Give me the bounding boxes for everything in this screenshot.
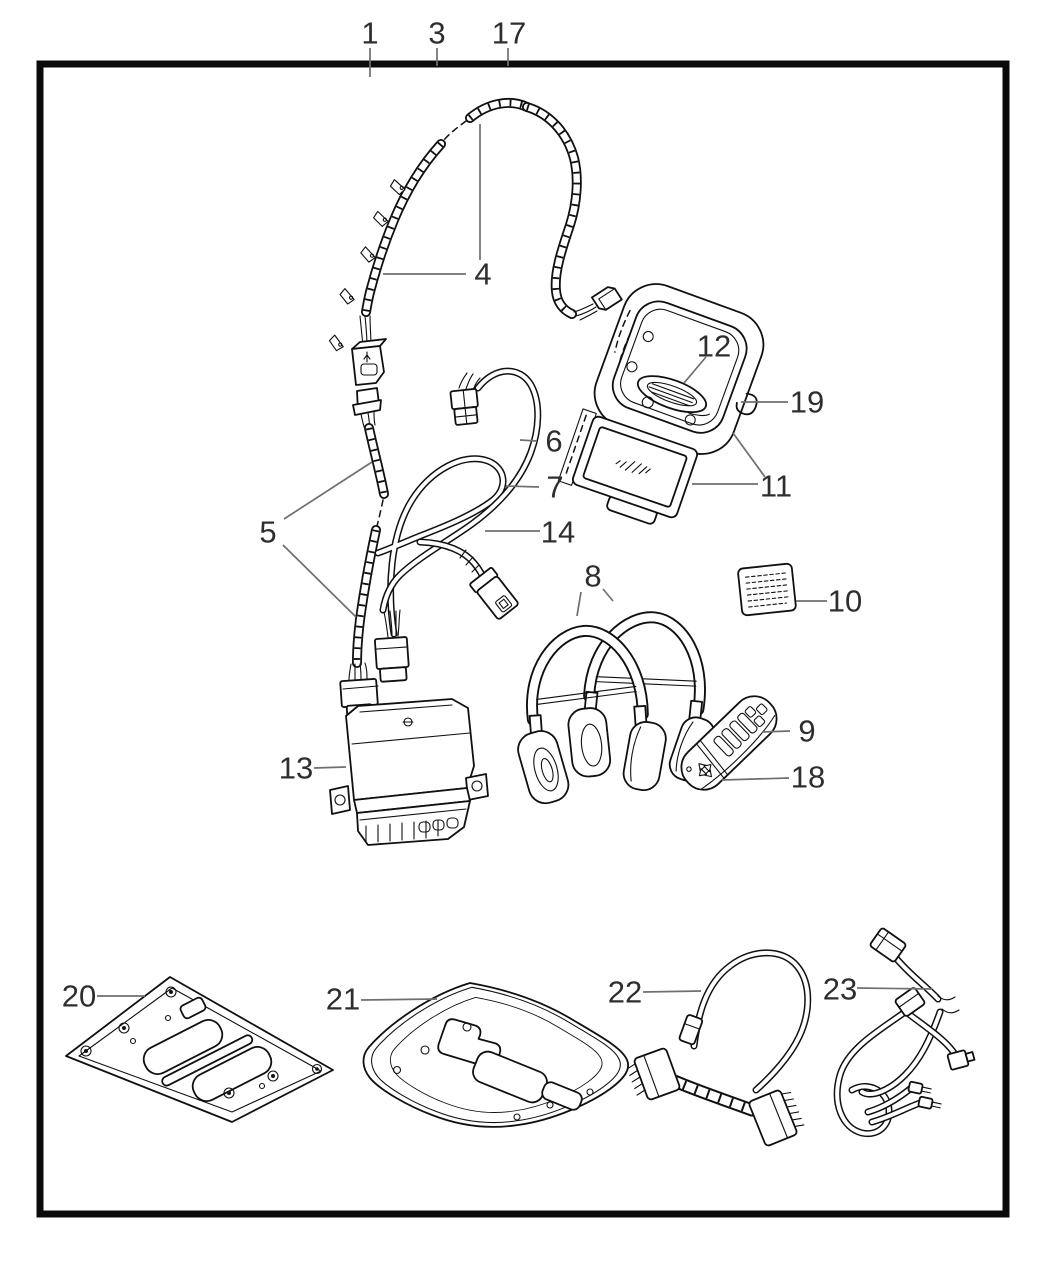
leader-23 (856, 987, 933, 990)
callout-leaders (97, 48, 933, 1001)
part-dvd-module (329, 698, 489, 846)
part-flipdown-screen (557, 408, 698, 525)
leader-13 (313, 766, 347, 769)
part-av-harness (833, 927, 976, 1138)
leader-22 (642, 990, 702, 993)
callout-3: 3 (428, 16, 445, 51)
callout-22: 22 (608, 975, 642, 1010)
callout-11: 11 (760, 469, 792, 504)
callout-10: 10 (828, 584, 862, 619)
cable6-connector (449, 388, 479, 426)
drop-cable-connector (590, 286, 623, 311)
part-headphone-left (517, 624, 667, 805)
jumper-connector-a (626, 1047, 681, 1101)
leader-4 (383, 124, 481, 275)
part-mounting-plate (65, 976, 334, 1123)
leader-9 (761, 730, 791, 733)
callout-6: 6 (545, 424, 562, 459)
rca-plug (917, 1095, 942, 1110)
callout-1: 1 (361, 16, 378, 51)
callout-4: 4 (474, 257, 491, 292)
callout-12: 12 (697, 329, 731, 364)
leader-18 (721, 777, 790, 781)
part-cable-14 (416, 538, 519, 620)
callout-19: 19 (790, 385, 824, 420)
callout-labels: 1 3 17 4 5 6 7 14 12 19 11 8 10 9 18 13 … (62, 16, 862, 1017)
plate-studs (80, 986, 323, 1099)
callout-21: 21 (326, 982, 360, 1017)
video-static-icon (615, 460, 651, 475)
callout-13: 13 (279, 751, 313, 786)
callout-9: 9 (798, 714, 815, 749)
module-pins (365, 817, 459, 843)
part-cable-7 (374, 455, 507, 638)
callout-5: 5 (259, 515, 276, 550)
callout-14: 14 (541, 515, 575, 550)
callout-17: 17 (492, 16, 526, 51)
leader-6 (519, 439, 538, 442)
part-drop-cable (522, 102, 623, 321)
part-jumper-harness (626, 949, 812, 1147)
cable-fan-connector (374, 609, 410, 683)
diagram-border (36, 60, 1010, 1218)
leader-12 (683, 356, 707, 384)
remote-buttons (686, 703, 768, 778)
leader-7 (505, 485, 540, 488)
leader-11 (692, 432, 766, 485)
leader-21 (360, 998, 438, 1001)
callout-23: 23 (823, 972, 857, 1007)
part-wiring-harness (326, 97, 532, 720)
harness-connector (352, 387, 382, 428)
part-cable-6 (379, 367, 542, 614)
leader-5 (282, 461, 373, 618)
part-console-housing (362, 982, 630, 1128)
harness-clip-icon (326, 333, 347, 353)
rca-plug (907, 1080, 932, 1095)
screw-icon (402, 717, 414, 727)
callout-18: 18 (791, 760, 825, 795)
part-instruction-card (737, 562, 797, 617)
part-remote-control (680, 695, 778, 791)
harness-connector (351, 338, 387, 386)
av-plug (946, 1049, 976, 1071)
cable14-plug (469, 567, 519, 620)
jumper-connector-b (748, 1089, 805, 1147)
harness-clip-icon (337, 287, 357, 306)
callout-8: 8 (584, 559, 601, 594)
callout-7: 7 (546, 470, 563, 505)
leader-8 (576, 588, 614, 617)
callout-20: 20 (62, 979, 96, 1014)
